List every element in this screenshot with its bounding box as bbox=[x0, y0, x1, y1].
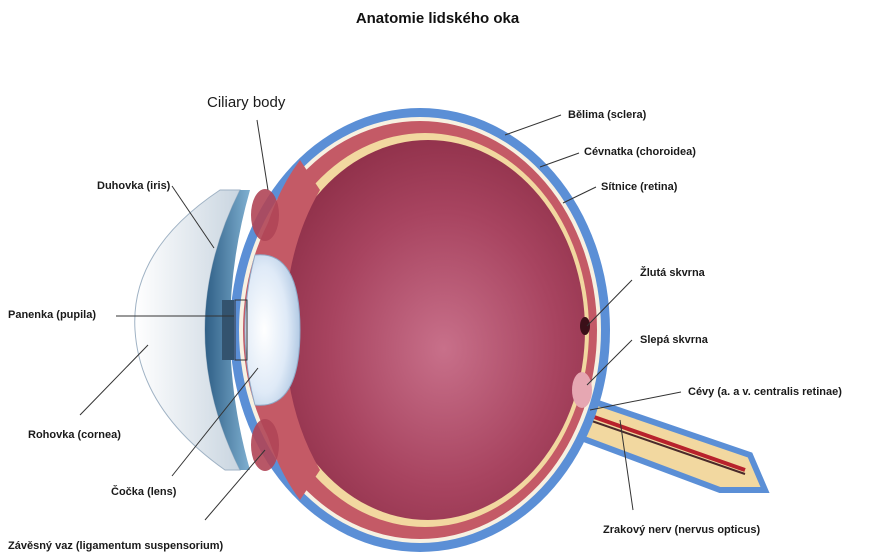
label-iris: Duhovka (iris) bbox=[97, 180, 170, 193]
pupil bbox=[222, 300, 234, 360]
label-retina: Sítnice (retina) bbox=[601, 181, 677, 194]
label-vessels: Cévy (a. a v. centralis retinae) bbox=[688, 386, 842, 399]
label-choroid: Cévnatka (choroidea) bbox=[584, 146, 696, 159]
lens bbox=[245, 255, 300, 406]
label-lens: Čočka (lens) bbox=[111, 486, 176, 499]
ciliary-body-top bbox=[251, 189, 279, 241]
blind-spot bbox=[572, 372, 592, 408]
label-macula: Žlutá skvrna bbox=[640, 267, 705, 280]
label-ciliary-body: Ciliary body bbox=[207, 96, 285, 109]
label-optic-nerve: Zrakový nerv (nervus opticus) bbox=[603, 524, 760, 537]
label-blind-spot: Slepá skvrna bbox=[640, 334, 708, 347]
label-sclera: Bělima (sclera) bbox=[568, 109, 646, 122]
ciliary-body-bottom bbox=[251, 419, 279, 471]
vitreous-body bbox=[271, 140, 585, 520]
macula bbox=[580, 317, 590, 335]
label-suspensory-ligament: Závěsný vaz (ligamentum suspensorium) bbox=[8, 540, 223, 553]
label-pupil: Panenka (pupila) bbox=[8, 309, 96, 322]
label-cornea: Rohovka (cornea) bbox=[28, 429, 121, 442]
